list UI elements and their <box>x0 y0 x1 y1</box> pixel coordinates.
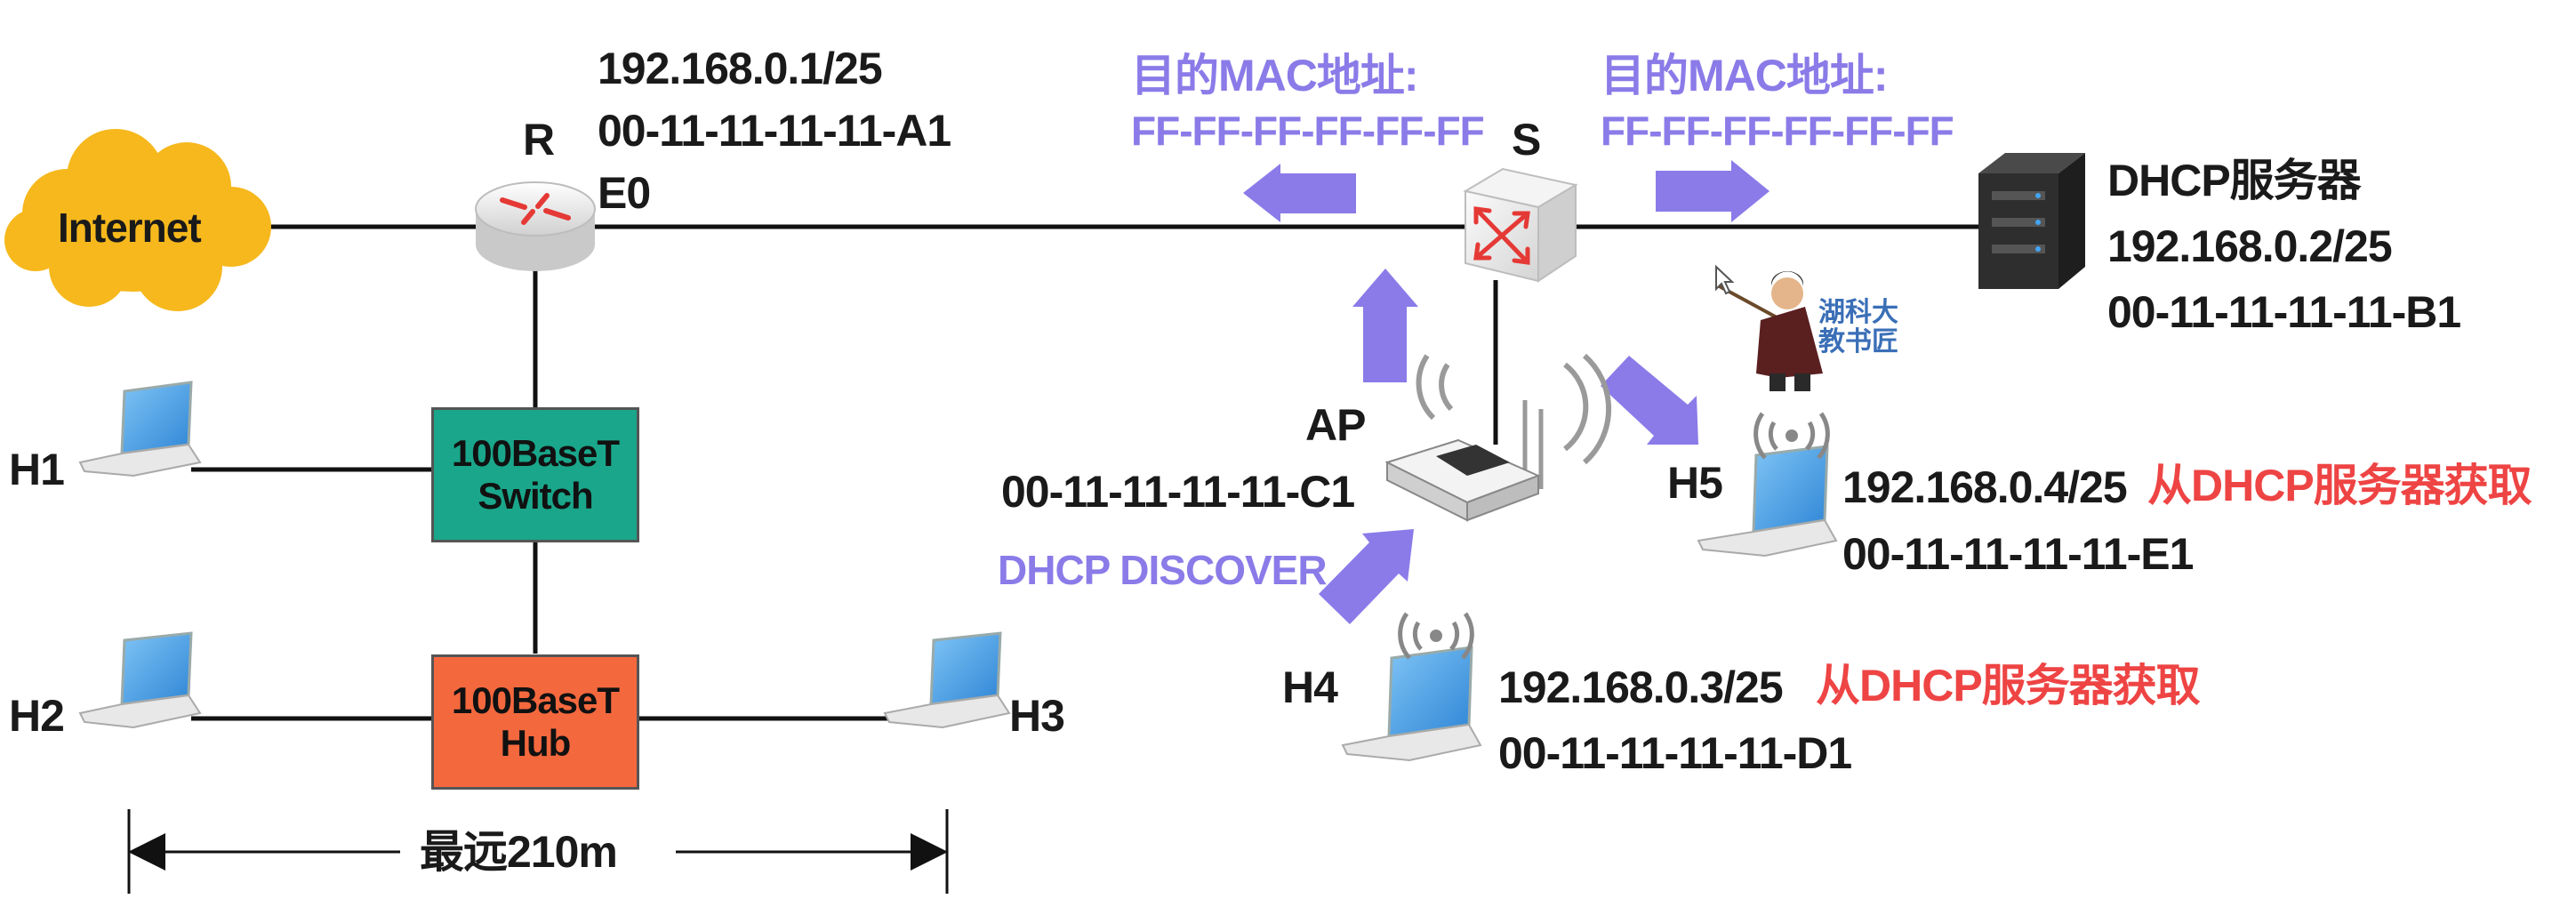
arrow-left-icon <box>1243 164 1356 222</box>
router-ip: 192.168.0.1/25 <box>598 44 883 93</box>
frame-right-title: 目的MAC地址: <box>1601 51 1889 100</box>
distance-dimension <box>127 809 949 894</box>
distance-label: 最远210m <box>420 827 618 877</box>
host-h5-ip: 192.168.0.4/25 <box>1842 462 2128 512</box>
host-h3-name: H3 <box>1009 691 1065 741</box>
hub-box: 100BaseT Hub <box>431 654 639 790</box>
links <box>191 224 1978 721</box>
router-port: E0 <box>598 168 651 218</box>
host-h4-ip: 192.168.0.3/25 <box>1498 662 1784 712</box>
teacher-mascot-icon <box>1715 270 1823 391</box>
ap-name: AP <box>1305 400 1366 450</box>
router-icon <box>475 181 596 271</box>
dhcp-server-ip: 192.168.0.2/25 <box>2107 221 2393 271</box>
host-h4-name: H4 <box>1282 662 1338 712</box>
watermark-line2: 教书匠 <box>1818 327 1898 357</box>
arrow-up-icon <box>1352 269 1418 382</box>
dhcp-server-icon <box>1978 153 2085 289</box>
dhcp-server-mac: 00-11-11-11-11-B1 <box>2107 287 2461 337</box>
router-mac: 00-11-11-11-11-A1 <box>598 106 951 156</box>
ap-mac: 00-11-11-11-11-C1 <box>1001 467 1355 517</box>
frame-left-title: 目的MAC地址: <box>1131 51 1419 100</box>
switch-s-icon <box>1463 167 1578 283</box>
dhcp-discover-label: DHCP DISCOVER <box>998 547 1328 593</box>
host-h4-ip-source: 从DHCP服务器获取 <box>1816 661 2201 710</box>
host-h4-mac: 00-11-11-11-11-D1 <box>1498 728 1852 778</box>
laptop-h1-icon <box>78 381 202 478</box>
laptop-h2-icon <box>78 631 202 729</box>
switch-s-name: S <box>1512 115 1541 165</box>
internet-cloud-icon <box>4 129 271 311</box>
host-h5-ip-source: 从DHCP服务器获取 <box>2147 461 2532 510</box>
frame-arrows <box>1243 160 1769 624</box>
dhcp-server-name: DHCP服务器 <box>2107 156 2362 205</box>
host-h5-name: H5 <box>1667 458 1723 508</box>
laptop-h4-icon <box>1341 612 1482 762</box>
arrow-up-right-icon <box>1319 529 1414 624</box>
mouse-cursor-icon <box>1715 264 1735 295</box>
router-name: R <box>523 115 555 165</box>
lan-switch-box: 100BaseT Switch <box>431 407 639 542</box>
internet-label: Internet <box>58 205 202 251</box>
laptop-h5-icon <box>1697 412 1838 558</box>
arrow-right-icon <box>1656 160 1769 222</box>
arrow-down-right-icon <box>1601 356 1698 445</box>
frame-right-mac: FF-FF-FF-FF-FF-FF <box>1601 108 1954 154</box>
laptop-h3-icon <box>883 631 1011 729</box>
frame-left-mac: FF-FF-FF-FF-FF-FF <box>1131 108 1485 154</box>
host-h1-name: H1 <box>9 445 65 494</box>
host-h5-mac: 00-11-11-11-11-E1 <box>1842 529 2194 579</box>
watermark-line1: 湖科大 <box>1818 298 1898 327</box>
watermark: 湖科大 教书匠 <box>1818 298 1898 357</box>
host-h2-name: H2 <box>9 691 65 741</box>
access-point-icon <box>1384 353 1612 522</box>
